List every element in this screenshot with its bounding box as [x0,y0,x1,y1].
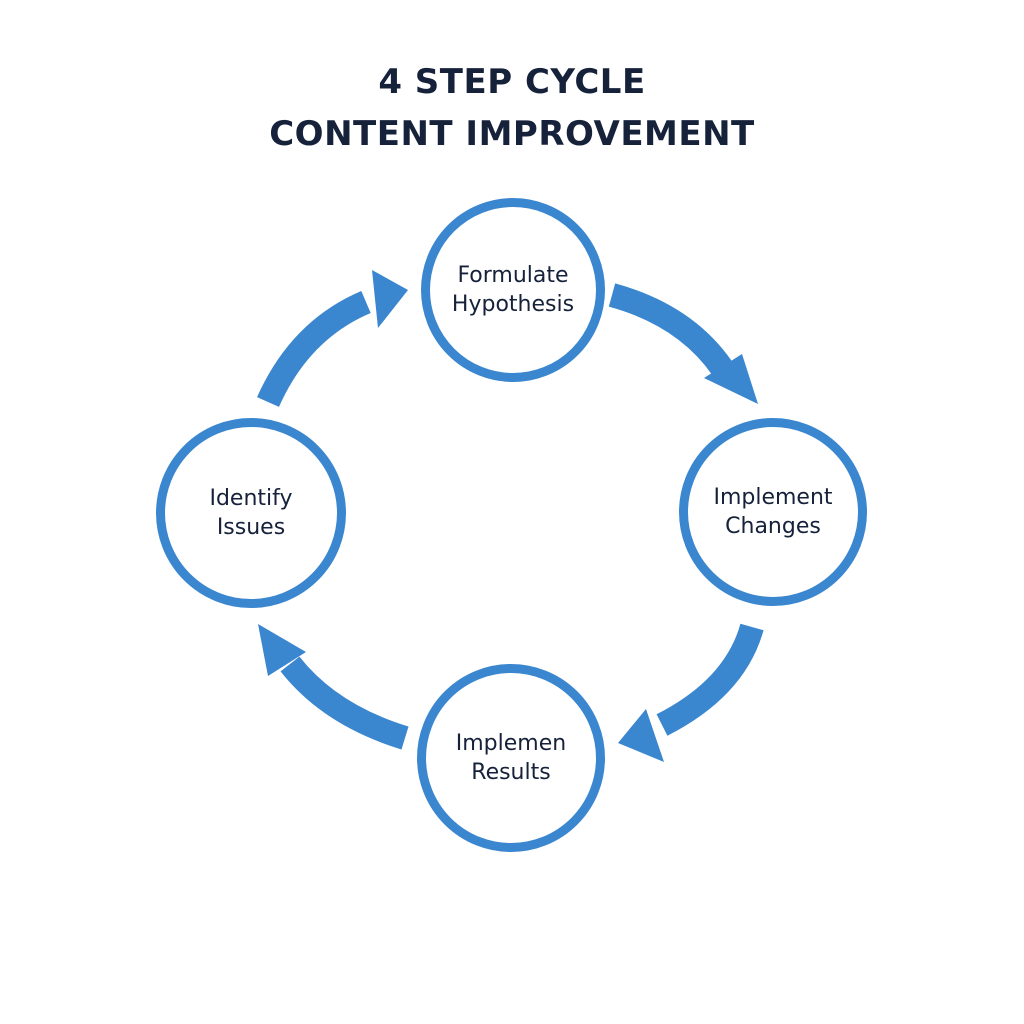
step-identify-issues-line-1: Identify [209,486,293,511]
arrow-changes-to-results [618,623,764,762]
step-implement-changes-line-1: Implement [713,485,833,510]
diagram-title-line-2: CONTENT IMPROVEMENT [269,114,755,154]
step-implement-changes-line-2: Changes [725,514,821,539]
step-formulate-hypothesis-line-2: Hypothesis [451,292,575,317]
step-identify-issues: Identify Issues [156,418,346,608]
step-formulate-hypothesis-line-1: Formulate [457,263,569,288]
step-implemen-results-line-2: Results [471,760,551,785]
step-implemen-results-line-1: Implemen [455,731,567,756]
step-implement-changes: Implement Changes [679,418,867,606]
arrow-results-to-issues [258,624,409,750]
step-implemen-results: Implemen Results [417,664,605,852]
step-formulate-hypothesis: Formulate Hypothesis [421,198,605,382]
arrow-hypothesis-to-changes [608,283,758,404]
diagram-title-line-1: 4 STEP CYCLE [378,62,646,102]
step-identify-issues-line-2: Issues [216,515,286,540]
arrow-issues-to-hypothesis [257,270,408,407]
